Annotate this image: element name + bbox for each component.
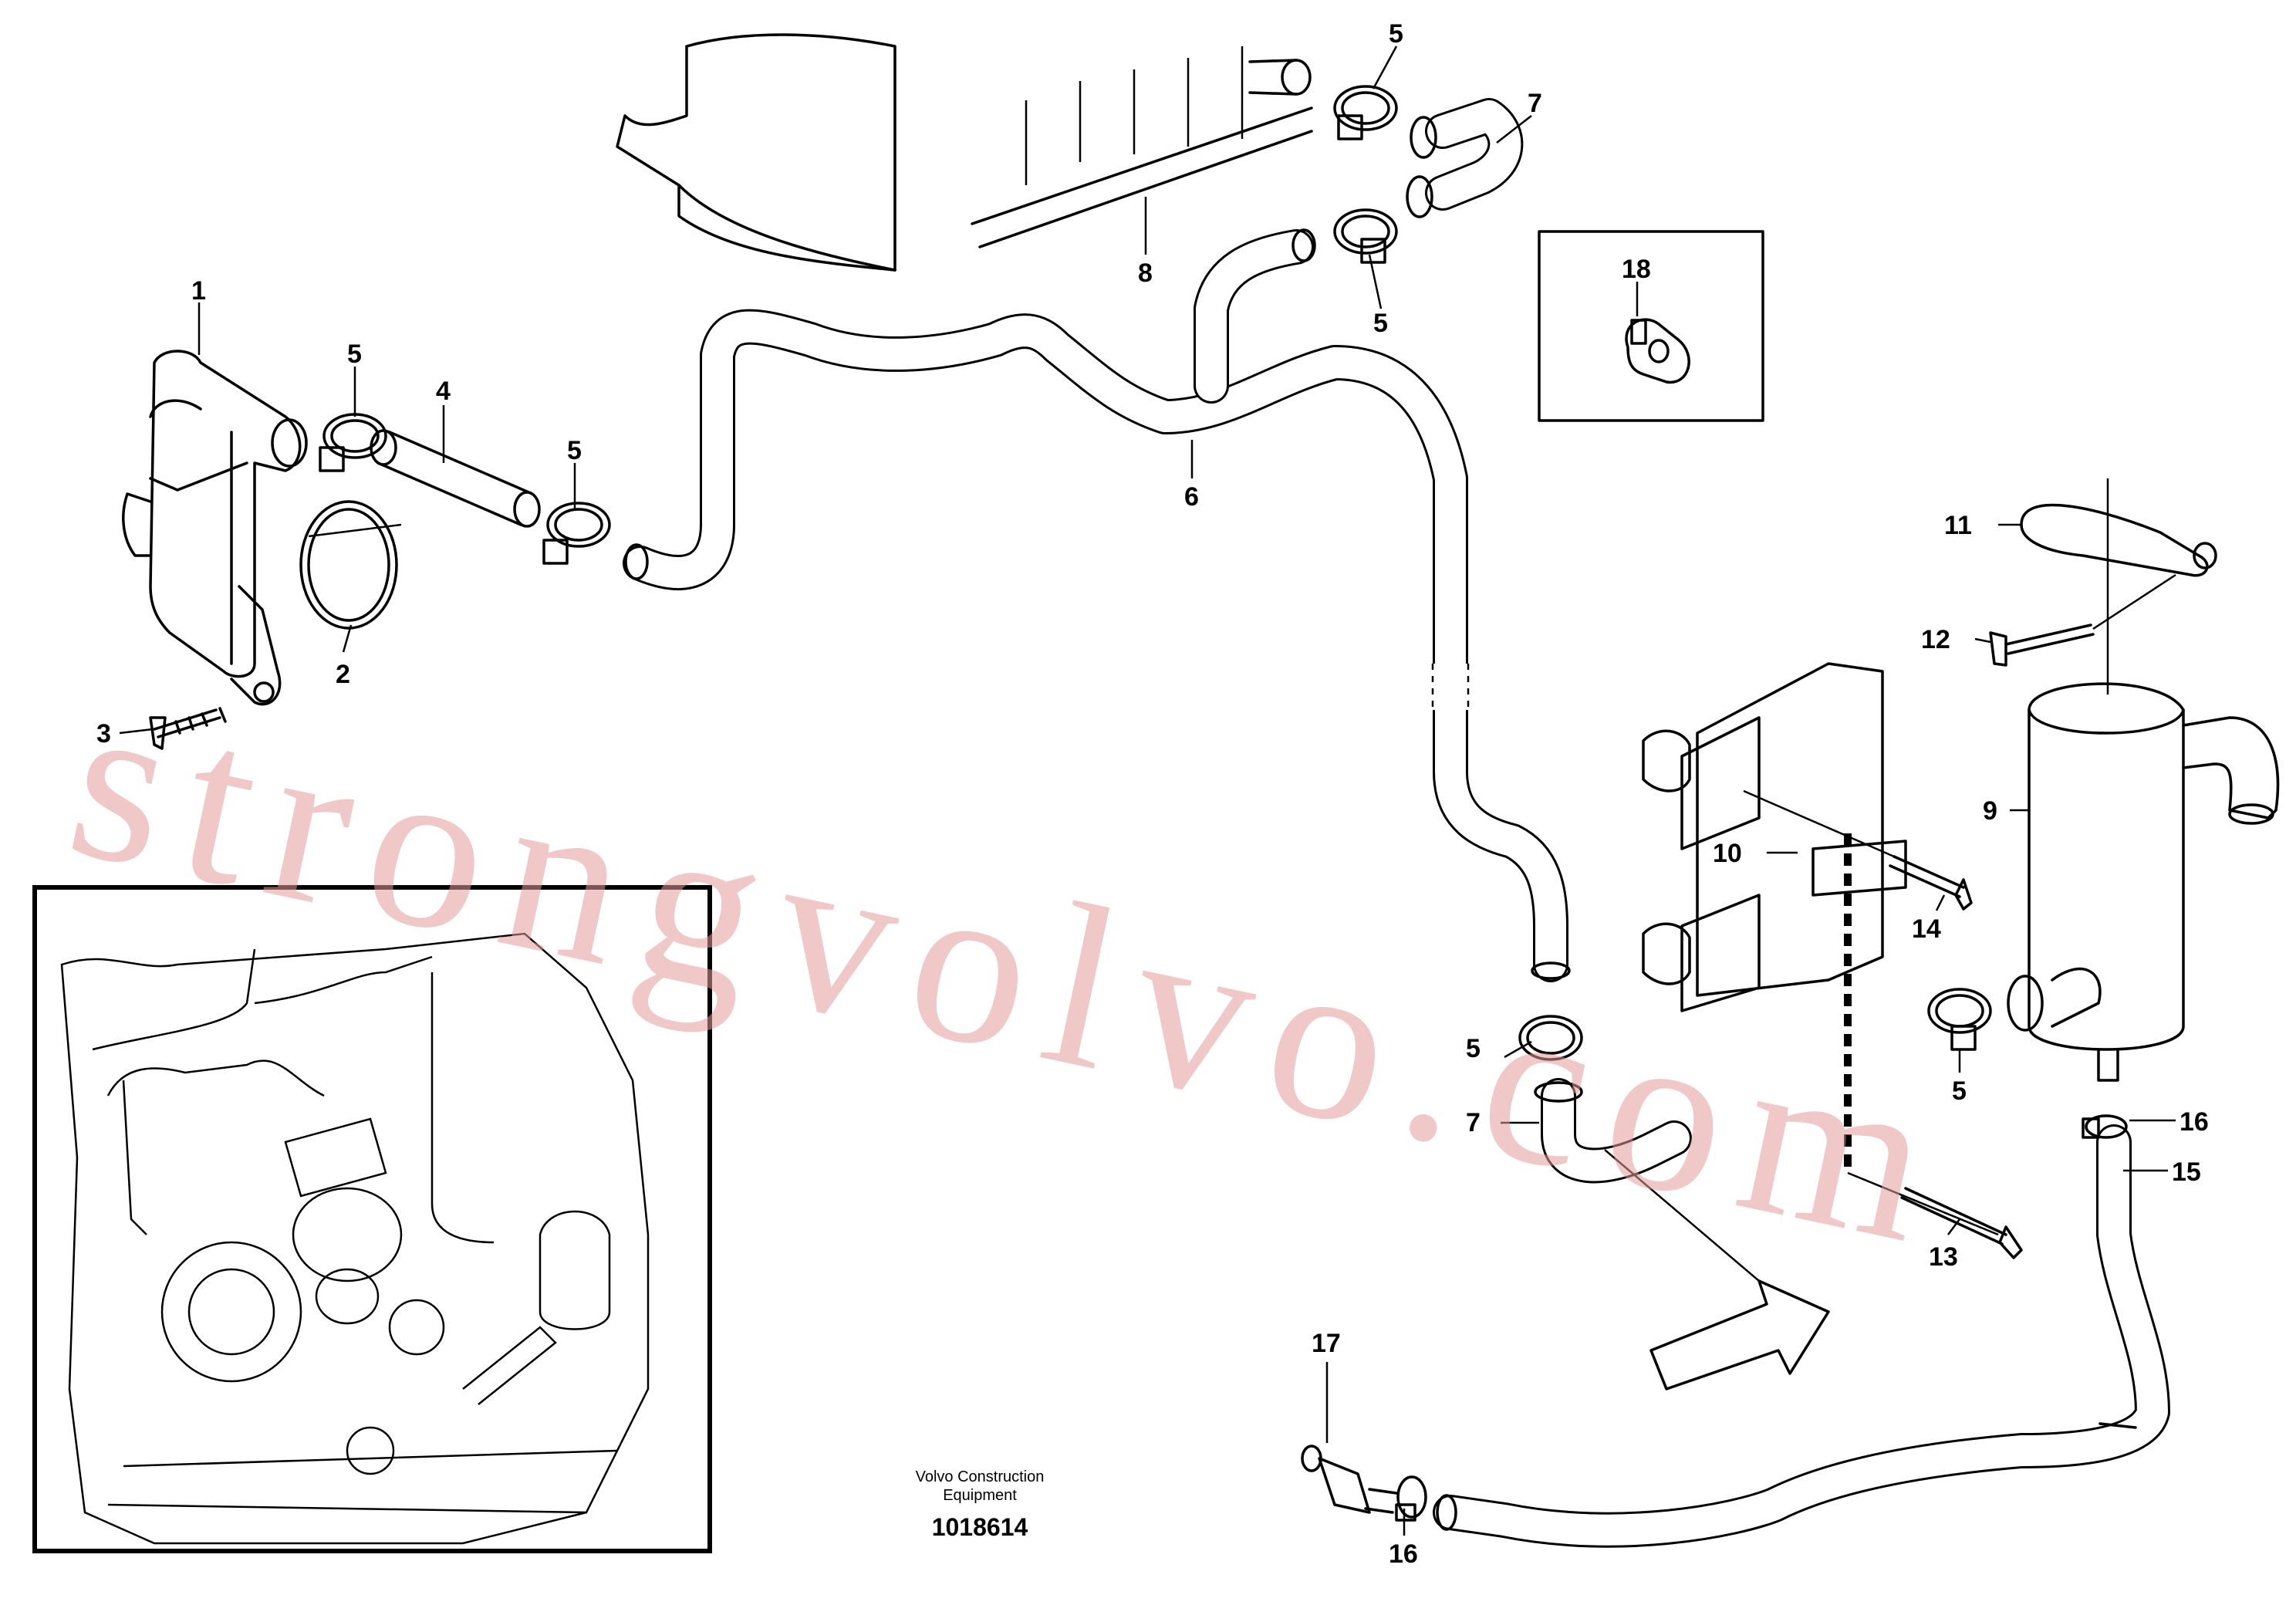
elbow-hose-top	[1248, 59, 1524, 218]
engine-overview-inset	[32, 885, 712, 1553]
o-ring	[299, 500, 398, 630]
callout-7-a: 7	[1528, 89, 1542, 118]
hose-clamp-3	[1333, 85, 1398, 140]
small-clamp-upper	[2082, 1114, 2128, 1139]
clamp-strap	[2020, 503, 2217, 577]
oil-separator-housing	[122, 350, 308, 706]
callout-5-f: 5	[1952, 1076, 1967, 1106]
watermark: strongvolvo.com	[52, 647, 1973, 1296]
oil-trap-canister	[2007, 478, 2280, 1082]
callout-5-b: 5	[567, 436, 582, 465]
engine-block-outline	[616, 33, 1313, 272]
elbow-hose-bottom	[1534, 1078, 1692, 1184]
hose-clamp-4	[1333, 208, 1398, 264]
inset-detail-box	[1538, 230, 1764, 422]
bracket-flange-screw	[1743, 789, 1973, 911]
hose-connector	[370, 429, 541, 528]
flange-screw	[149, 707, 227, 750]
callout-11: 11	[1944, 511, 1972, 540]
callout-9: 9	[1983, 796, 1997, 826]
hose-clamp-5	[1518, 1015, 1583, 1061]
callout-13: 13	[1929, 1242, 1958, 1272]
drain-nipple	[1301, 1445, 1398, 1514]
callout-14: 14	[1912, 914, 1941, 944]
figure-number: 1018614	[932, 1513, 1028, 1541]
callout-7-b: 7	[1466, 1108, 1481, 1137]
callout-1: 1	[191, 276, 206, 306]
callout-2: 2	[336, 660, 350, 689]
ventilation-hose	[623, 228, 1571, 982]
callout-16-a: 16	[2180, 1107, 2209, 1137]
o-ring-inner	[307, 508, 390, 622]
callout-8: 8	[1138, 259, 1153, 288]
callout-6: 6	[1184, 482, 1199, 512]
callout-16-b: 16	[1389, 1539, 1418, 1569]
callout-15: 15	[2172, 1157, 2201, 1187]
small-clamp-lower	[1395, 1475, 1427, 1522]
callout-5-a: 5	[347, 340, 362, 369]
callout-3: 3	[96, 719, 111, 748]
forward-direction-arrow	[1649, 1279, 1830, 1391]
caption-line-1: Volvo Construction	[916, 1468, 1045, 1485]
caption-line-2: Equipment	[943, 1487, 1017, 1504]
clamp-screw	[1989, 573, 2176, 667]
callout-5-d: 5	[1373, 309, 1388, 338]
callout-5-c: 5	[1389, 19, 1403, 49]
hose-clamp-2	[542, 502, 611, 565]
callout-labels: 1 2 3 4 5 5 5 5 5 5 6 7 7 8 9 10 11 12 1…	[96, 19, 2209, 1569]
bracket-screw	[1900, 1187, 2023, 1259]
figure-caption: Volvo Construction Equipment 1018614	[916, 1468, 1045, 1541]
callout-12: 12	[1921, 625, 1950, 654]
mounting-bracket	[1642, 662, 1999, 1236]
callout-10: 10	[1713, 839, 1742, 868]
leader-lines	[119, 46, 2176, 1536]
hose-clamp-6	[1927, 988, 1992, 1051]
engine-overview-frame	[32, 885, 712, 1553]
callout-5-e: 5	[1466, 1034, 1481, 1063]
drain-hose	[1433, 1124, 2170, 1548]
callout-4: 4	[436, 377, 451, 406]
callout-17: 17	[1312, 1329, 1341, 1358]
callout-18: 18	[1622, 255, 1651, 284]
